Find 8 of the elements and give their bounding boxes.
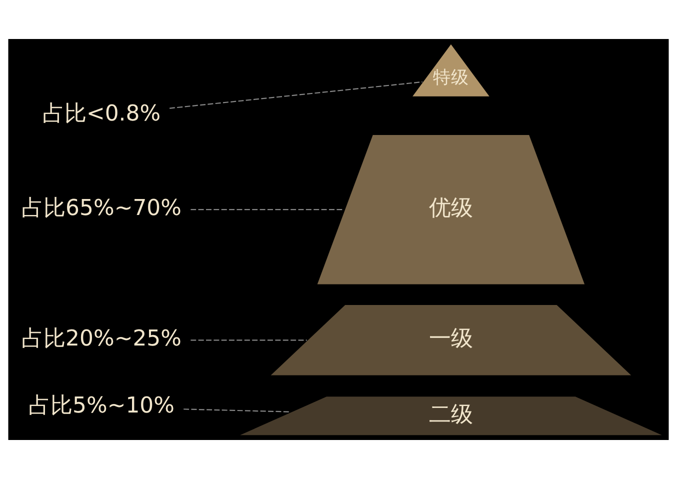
connector	[170, 80, 422, 108]
connector	[190, 208, 344, 210]
node-text: 占比65%~70%	[22, 196, 182, 221]
connector	[190, 339, 307, 340]
connector	[184, 408, 291, 412]
node-text: 占比5%~10%	[28, 393, 174, 418]
node-text: 占比<0.8%	[42, 101, 161, 126]
node-text: 占比20%~25%	[22, 326, 182, 352]
